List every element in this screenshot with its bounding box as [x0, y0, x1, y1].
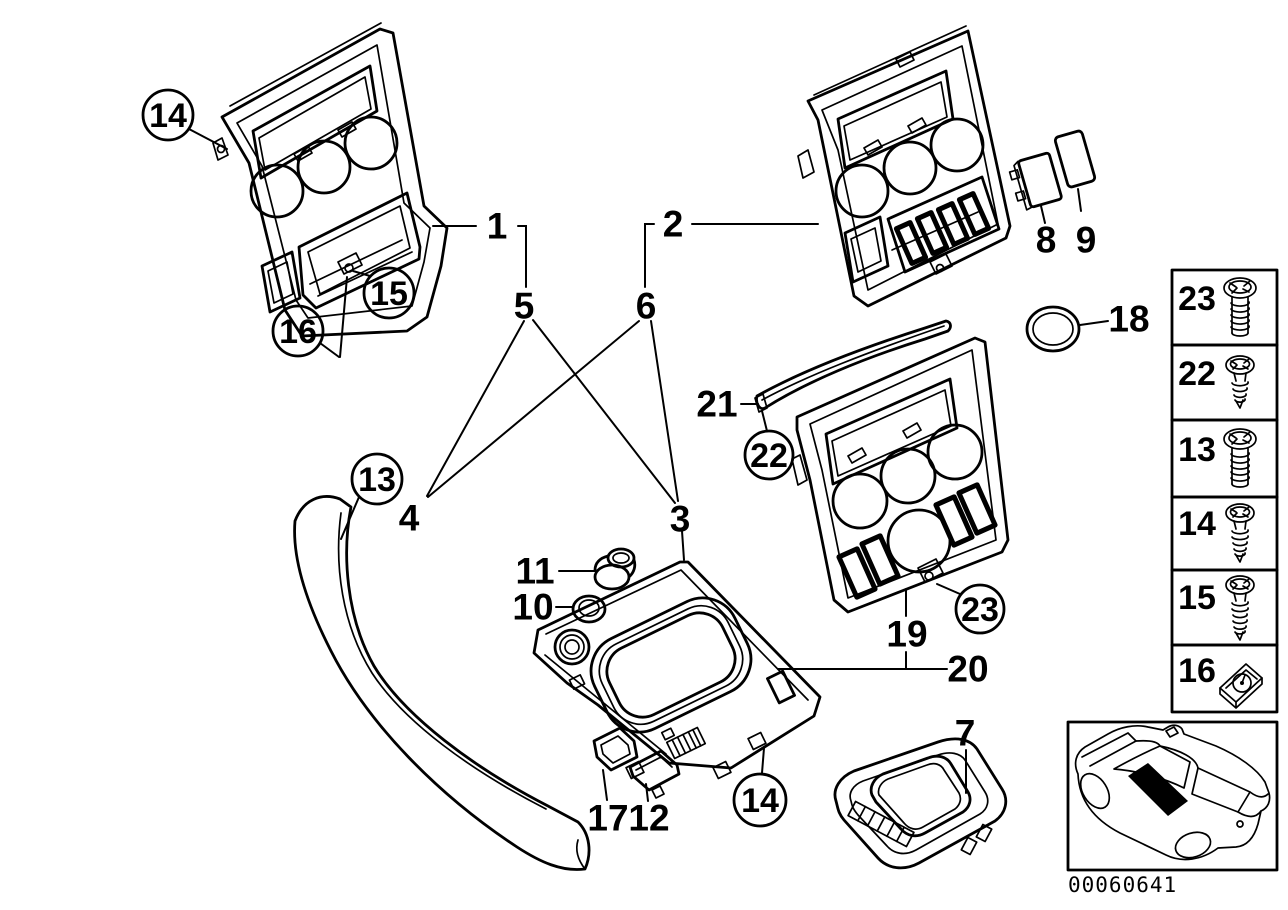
drawing-number: 00060641: [1068, 873, 1177, 897]
part-sealing-ring: [1025, 305, 1081, 353]
callout-17: 17: [587, 798, 628, 839]
callout-14b-label: 14: [741, 782, 779, 820]
callout-12: 12: [628, 798, 669, 839]
part-lighter-ring: [571, 594, 607, 624]
legend-number-15: 15: [1178, 579, 1216, 617]
callout-8: 8: [1036, 220, 1057, 261]
callout-14-label: 14: [149, 97, 187, 135]
callout-5: 5: [514, 286, 535, 327]
part-shift-gate-trim: [833, 737, 1008, 870]
callout-20: 20: [947, 649, 988, 690]
callout-22-label: 22: [750, 437, 788, 475]
callout-9: 9: [1076, 220, 1097, 261]
callout-4: 4: [399, 498, 420, 539]
callout-6: 6: [636, 286, 657, 327]
callout-16-circled: 16: [271, 304, 325, 358]
callout-numbers: 1 2 3 4 5 6 7 8 9 10 11 12 17 18 19 20 2…: [399, 204, 1150, 839]
callout-13-label: 13: [358, 461, 396, 499]
callout-21: 21: [696, 384, 737, 425]
callout-14-circled: 14: [141, 88, 195, 142]
callout-22-circled: 22: [743, 429, 795, 481]
callout-15-circled: 15: [362, 266, 416, 320]
part-door-decor-strip: [293, 495, 591, 871]
part-switch-blank-9: [1053, 129, 1097, 189]
part-switch-housing-17: [592, 726, 639, 772]
part-console-cover-plate: [532, 560, 822, 780]
callout-3: 3: [670, 499, 691, 540]
car-locator-inset: [1066, 720, 1279, 872]
legend-number-13: 13: [1178, 431, 1216, 469]
legend-number-22: 22: [1178, 355, 1216, 393]
fastener-legend: 23 22 13 14 15 16: [1170, 268, 1279, 714]
callout-13-circled: 13: [350, 452, 404, 506]
legend-row-box: [1170, 643, 1279, 714]
part-cigarette-lighter: [593, 547, 637, 591]
console-highlight: [1128, 763, 1188, 816]
callout-10: 10: [512, 587, 553, 628]
part-heater-panel-rear: [754, 319, 1010, 614]
part-heater-panel-front: [212, 22, 449, 338]
callout-15-label: 15: [370, 275, 408, 313]
callout-11: 11: [515, 551, 554, 592]
part-blank-cover-12: [628, 749, 681, 799]
callout-7: 7: [955, 713, 976, 754]
callout-19: 19: [886, 614, 927, 655]
legend-number-14: 14: [1178, 505, 1216, 543]
legend-number-16: 16: [1178, 652, 1216, 690]
callout-23-circled: 23: [954, 583, 1006, 635]
callout-16-label: 16: [279, 313, 317, 351]
callout-14b-circled: 14: [732, 772, 788, 828]
callout-1: 1: [487, 206, 508, 247]
callout-2: 2: [663, 204, 684, 245]
part-switch-blank-8: [1008, 151, 1063, 211]
circled-callouts: 13 14 15 16 22 23 14: [141, 88, 1006, 828]
legend-number-23: 23: [1178, 280, 1216, 318]
callout-18: 18: [1108, 299, 1149, 340]
part-heater-panel-switch: [797, 25, 1012, 308]
callout-23-label: 23: [961, 591, 999, 629]
leader-lines: [188, 128, 1109, 802]
